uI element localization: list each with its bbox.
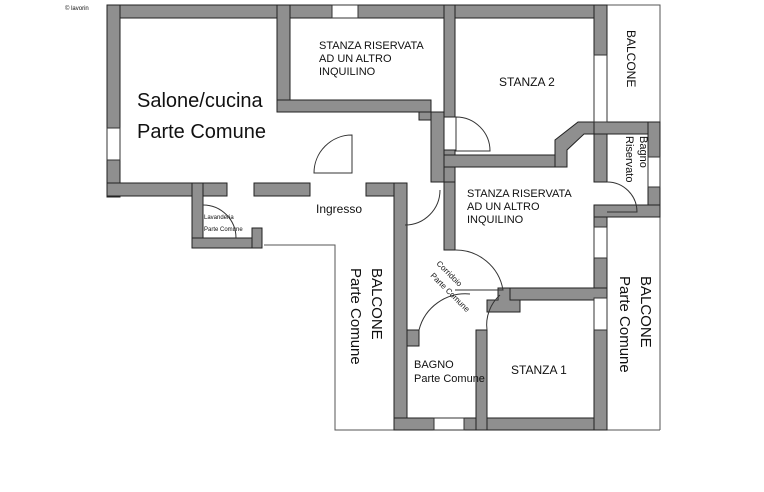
salone-label-line1: Salone/cucina — [137, 90, 264, 112]
bagno-line2: Parte Comune — [414, 373, 485, 385]
stanza-riservata-top-line3: INQUILINO — [319, 66, 376, 78]
walls — [106, 4, 661, 431]
stanza-riservata-mid-line3: INQUILINO — [467, 214, 524, 226]
stanza-riservata-top-line2: AD UN ALTRO — [319, 53, 392, 65]
balcone-right-line2: Parte Comune — [616, 276, 633, 373]
stanza2-label: STANZA 2 — [499, 75, 555, 89]
balcone-top-right-label: BALCONE — [624, 30, 638, 87]
stanza-riservata-mid-line1: STANZA RISERVATA — [467, 188, 572, 200]
lavanderia-line1: Lavanderia — [204, 215, 234, 221]
stanza1-label: STANZA 1 — [511, 363, 567, 377]
bagno-line1: BAGNO — [414, 359, 454, 371]
salone-label-line2: Parte Comune — [137, 121, 266, 143]
windows — [106, 4, 661, 431]
balcone-left-line1: BALCONE — [368, 268, 385, 340]
watermark-text: © lavorin — [65, 5, 89, 12]
stanza-riservata-top-line1: STANZA RISERVATA — [319, 40, 424, 52]
doors — [202, 116, 638, 331]
balcone-right-line1: BALCONE — [637, 276, 654, 348]
stanza-riservata-mid-line2: AD UN ALTRO — [467, 201, 540, 213]
ingresso-label: Ingresso — [316, 202, 362, 216]
bagno-riservato-line2: Riservato — [623, 136, 635, 182]
bagno-riservato-line1: Bagno — [637, 136, 649, 168]
lavanderia-line2: Parte Comune — [204, 227, 243, 233]
balcone-left-line2: Parte Comune — [347, 268, 364, 365]
